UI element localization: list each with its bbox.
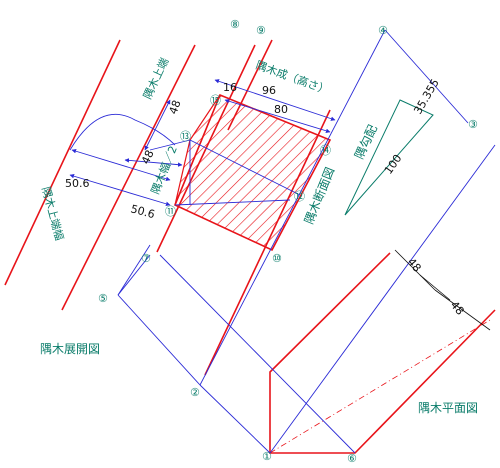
title-slope: 隅勾配	[352, 123, 380, 162]
label-top-edge: 隅木上端	[141, 56, 171, 101]
blue-line-7-6	[159, 254, 356, 454]
dim-96: 96	[262, 84, 276, 97]
blue-line-5-gap	[117, 244, 151, 296]
slope-triangle	[344, 99, 434, 216]
point-1: ①	[262, 450, 272, 463]
dim-line-48-v	[144, 99, 171, 151]
point-9: ⑨	[256, 24, 266, 37]
plan-dim-line-2	[434, 289, 491, 331]
point-3: ③	[468, 118, 478, 131]
plan-dim-line-1	[394, 249, 436, 291]
point-14: ⑭	[320, 144, 331, 157]
point-7: ⑦	[141, 252, 151, 265]
blue-construction-lines	[69, 29, 496, 454]
title-plan: 隅木平面図	[418, 401, 478, 415]
point-11: ⑪	[165, 205, 176, 218]
dim-line-506b	[69, 174, 171, 206]
dim-100: 100	[382, 152, 405, 177]
plan-dim-cross	[419, 274, 451, 301]
section-rectangle	[173, 93, 332, 252]
point-10: ⑩	[272, 252, 282, 265]
point-8: ⑧	[230, 18, 240, 31]
section-bevel	[174, 94, 221, 206]
dim-48-plan-1: 48	[405, 256, 424, 275]
point-6: ⑥	[347, 452, 357, 465]
blue-arc	[69, 113, 176, 151]
plan-dims	[394, 249, 491, 331]
dim-50-6-a: 50.6	[65, 177, 90, 190]
label-top-width: 隅木上端幅	[39, 185, 66, 241]
plan-diagonal	[269, 319, 491, 454]
blue-line-5-7	[117, 254, 151, 296]
blue-line-3-1	[269, 144, 496, 454]
blue-line-4-2	[199, 29, 386, 386]
blue-line-2-1	[199, 384, 271, 454]
point-13: ⑬	[180, 130, 191, 143]
point-4: ④	[378, 24, 388, 37]
blue-line-5-2	[117, 294, 201, 386]
dim-48-a: 48	[167, 98, 184, 116]
dim-16: 16	[223, 81, 237, 94]
point-12: ⑫	[294, 190, 305, 203]
blue-line-11-12	[174, 199, 291, 206]
blue-line-4-3	[384, 29, 469, 124]
dim-48-b: 48	[139, 148, 157, 166]
dim-80: 80	[274, 103, 288, 116]
point-labels: ① ② ③ ④ ⑤ ⑥ ⑦ ⑧ ⑨ ⑩ ⑪ ⑫ ⑬ ⑭ ⑮	[98, 18, 478, 465]
point-2: ②	[190, 386, 200, 399]
title-development: 隅木展開図	[40, 342, 100, 356]
dim-line-80	[224, 99, 331, 133]
plan-outline	[269, 252, 496, 454]
blue-line-13-12	[189, 139, 301, 196]
dim-line-48-h	[124, 158, 183, 167]
label-half-width: 隅木幅／2	[149, 144, 180, 196]
point-15: ⑮	[210, 94, 221, 107]
point-5: ⑤	[98, 292, 108, 305]
red-line-left	[4, 39, 121, 286]
dim-50-6-b: 50.6	[129, 202, 156, 221]
dim-35-355: 35.355	[411, 77, 442, 117]
